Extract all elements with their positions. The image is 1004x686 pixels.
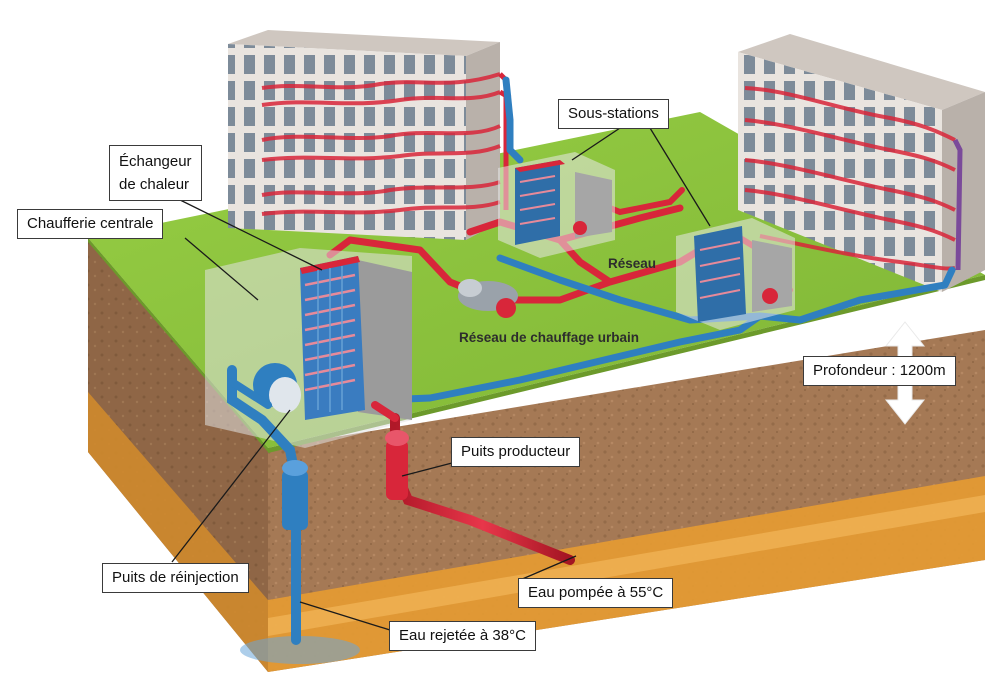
callout-puits-producteur: Puits producteur [451,437,581,467]
substation-middle [498,152,615,258]
callout-chaufferie: Chaufferie centrale [17,209,164,239]
reinjection-pump [253,363,301,413]
callout-eau-pompee: Eau pompée à 55°C [518,578,674,608]
callout-echangeur-line2: de chaleur [119,176,190,193]
well-pipes [227,365,575,645]
callout-puits-producteur-text: Puits producteur [461,443,571,460]
callout-puits-reinjection-text: Puits de réinjection [112,569,239,586]
building-right [738,34,985,292]
callout-sous-stations-text: Sous-stations [568,105,659,122]
callout-profondeur: Profondeur : 1200m [803,356,956,386]
substation-right [676,218,795,330]
callout-chaufferie-text: Chaufferie centrale [27,215,154,232]
callout-eau-rejetee: Eau rejetée à 38°C [389,621,536,651]
network-pump [458,279,518,318]
callout-sous-stations: Sous-stations [558,99,669,129]
label-reseau: Réseau [608,256,656,271]
label-reseau-chauffage-urbain: Réseau de chauffage urbain [459,330,639,345]
callout-puits-reinjection: Puits de réinjection [102,563,249,593]
callout-echangeur-line1: Échangeur [119,153,192,170]
callout-eau-pompee-text: Eau pompée à 55°C [528,584,664,601]
callout-profondeur-text: Profondeur : 1200m [813,362,946,379]
central-plant [205,248,412,448]
building-left [228,30,512,240]
callout-eau-rejetee-text: Eau rejetée à 38°C [399,627,526,644]
callout-echangeur: Échangeur de chaleur [109,145,202,201]
